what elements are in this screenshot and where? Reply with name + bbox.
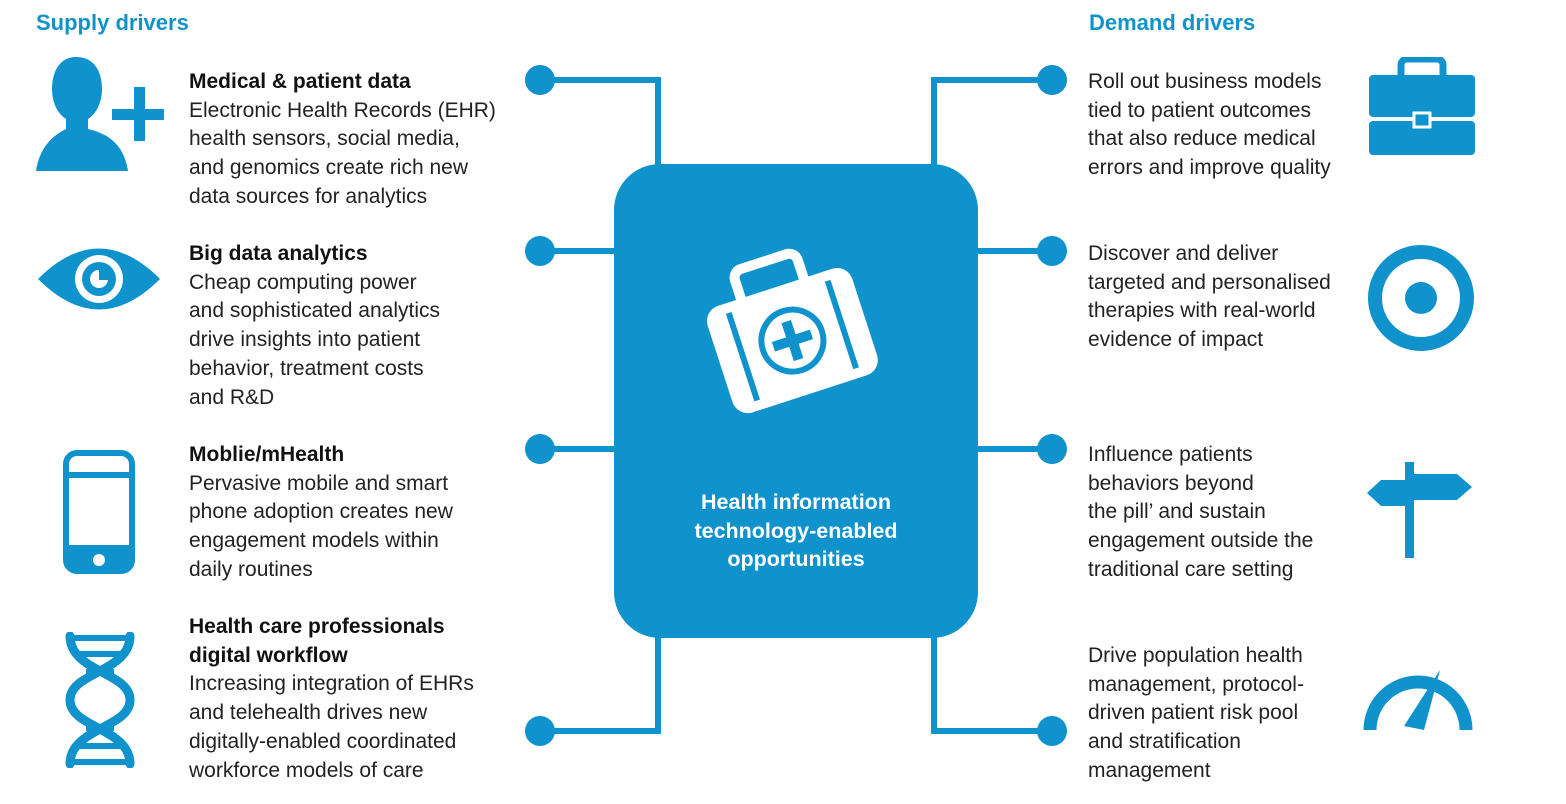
demand-item-text: tied to patient outcomes	[1088, 98, 1311, 122]
supply-item-title: Big data analytics	[189, 242, 368, 265]
supply-item-big-data-analytics: Big data analytics Cheap computing power…	[189, 240, 440, 412]
connector-supply-4	[540, 632, 661, 734]
connector-demand-1	[931, 77, 1052, 170]
node-dot	[1037, 236, 1067, 266]
supply-item-text: behavior, treatment costs	[189, 356, 424, 380]
hub-label-line: technology-enabled	[694, 518, 898, 543]
node-dot	[525, 236, 555, 266]
hub-label: Health information technology-enabled op…	[614, 488, 978, 574]
supply-item-text: data sources for analytics	[189, 184, 428, 208]
signpost-icon	[1367, 462, 1472, 558]
supply-item-text: drive insights into patient	[189, 328, 421, 352]
supply-item-mobile-mhealth: Moblie/mHealth Pervasive mobile and smar…	[189, 441, 453, 585]
gauge-icon	[1363, 666, 1473, 731]
demand-item-text: behaviors beyond	[1088, 471, 1254, 495]
demand-item-text: therapies with real-world	[1088, 299, 1316, 323]
supply-item-medical-patient-data: Medical & patient data Electronic Health…	[189, 68, 496, 212]
demand-item-targeted-therapies: Discover and deliver targeted and person…	[1088, 240, 1331, 355]
demand-item-text: Influence patients	[1088, 443, 1253, 466]
demand-item-text: the pill’ and sustain	[1088, 500, 1266, 524]
supply-item-text: phone adoption creates new	[189, 500, 453, 524]
demand-item-text: Discover and deliver	[1088, 242, 1279, 265]
demand-item-text: management, protocol-	[1088, 672, 1304, 696]
supply-item-text: Pervasive mobile and smart	[189, 471, 449, 495]
dna-icon	[65, 632, 135, 768]
supply-item-title: digital workflow	[189, 643, 348, 667]
smartphone-icon	[63, 450, 135, 574]
supply-item-text: workforce models of care	[189, 758, 424, 782]
demand-item-text: driven patient risk pool	[1088, 701, 1299, 725]
medical-kit-icon	[706, 248, 878, 414]
node-dot	[1037, 716, 1067, 746]
supply-item-digital-workflow: Health care professionals digital workfl…	[189, 613, 474, 785]
demand-item-text: Drive population health	[1088, 644, 1303, 667]
supply-item-text: Cheap computing power	[189, 270, 417, 294]
demand-item-population-health: Drive population health management, prot…	[1088, 642, 1304, 786]
target-icon	[1368, 245, 1474, 351]
supply-item-text: Electronic Health Records (EHR)	[189, 98, 496, 122]
node-dot	[525, 65, 555, 95]
demand-item-text: and stratification	[1088, 730, 1241, 754]
node-dot	[1037, 434, 1067, 464]
connector-demand-4	[931, 632, 1052, 734]
supply-item-title: Moblie/mHealth	[189, 443, 345, 466]
supply-item-text: daily routines	[189, 557, 313, 581]
briefcase-icon	[1369, 57, 1475, 155]
user-plus-icon	[36, 57, 164, 171]
supply-item-title: Medical & patient data	[189, 70, 411, 93]
central-hub: Health information technology-enabled op…	[614, 164, 978, 638]
supply-item-text: engagement models within	[189, 529, 439, 553]
node-dot	[1037, 65, 1067, 95]
node-dot	[525, 434, 555, 464]
demand-drivers-heading: Demand drivers	[1089, 10, 1256, 35]
demand-item-business-models: Roll out business models tied to patient…	[1088, 68, 1331, 183]
eye-icon	[38, 248, 160, 310]
supply-drivers-heading: Supply drivers	[36, 10, 189, 35]
demand-item-text: management	[1088, 758, 1211, 782]
demand-item-text: that also reduce medical	[1088, 127, 1316, 151]
supply-item-text: and R&D	[189, 385, 275, 409]
demand-item-text: engagement outside the	[1088, 529, 1314, 553]
node-dot	[525, 716, 555, 746]
supply-item-text: and sophisticated analytics	[189, 299, 440, 323]
demand-item-text: targeted and personalised	[1088, 270, 1331, 294]
demand-item-text: evidence of impact	[1088, 328, 1264, 352]
supply-item-text: digitally-enabled coordinated	[189, 729, 457, 753]
supply-item-text: Increasing integration of EHRs	[189, 672, 474, 696]
connector-supply-1	[540, 77, 661, 170]
demand-item-text: errors and improve quality	[1088, 156, 1331, 180]
hub-label-line: opportunities	[727, 547, 865, 571]
hub-label-line: Health information	[701, 490, 891, 514]
supply-item-title: Health care professionals	[189, 615, 445, 638]
supply-item-text: and telehealth drives new	[189, 701, 428, 725]
demand-item-patient-behaviors: Influence patients behaviors beyond the …	[1088, 441, 1313, 585]
demand-item-text: Roll out business models	[1088, 70, 1322, 93]
supply-item-text: and genomics create rich new	[189, 156, 468, 180]
supply-item-text: health sensors, social media,	[189, 127, 460, 151]
demand-item-text: traditional care setting	[1088, 557, 1294, 581]
